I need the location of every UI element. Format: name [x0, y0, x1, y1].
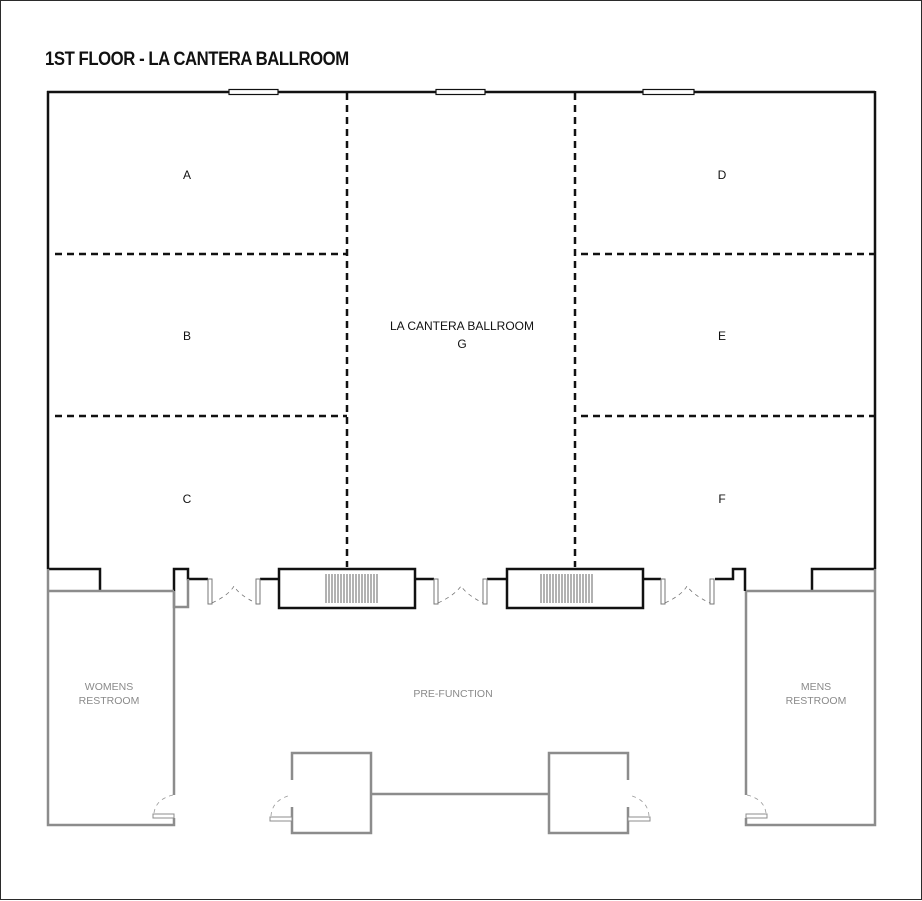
restroom-door-mens: [745, 794, 768, 819]
room-label-f: F: [718, 492, 725, 506]
double-door-3: [660, 578, 715, 605]
partition-lines: [55, 93, 875, 567]
windows: [228, 88, 695, 96]
room-label-e: E: [718, 329, 726, 343]
room-label-b: B: [183, 329, 191, 343]
small-room-door-left: [269, 794, 293, 822]
room-label-g-name: LA CANTERA BALLROOM: [390, 319, 534, 333]
room-label-mens-line1: MENS: [801, 681, 831, 693]
room-label-a: A: [183, 168, 191, 182]
room-label-womens-line1: WOMENS: [85, 681, 133, 693]
room-label-c: C: [183, 492, 192, 506]
double-door-1: [207, 578, 261, 605]
double-door-2: [433, 578, 488, 605]
small-room-door-right: [627, 794, 651, 822]
service-box-right: [505, 567, 645, 610]
room-label-mens-line2: RESTROOM: [786, 695, 847, 707]
room-label-d: D: [718, 168, 727, 182]
restroom-door-womens: [152, 794, 175, 819]
secondary-walls: [46, 569, 877, 835]
room-label-prefunction: PRE-FUNCTION: [413, 688, 492, 700]
room-label-g-letter: G: [457, 337, 466, 351]
room-label-womens-line2: RESTROOM: [79, 695, 140, 707]
service-box-left: [277, 567, 417, 610]
page-title: 1ST FLOOR - LA CANTERA BALLROOM: [45, 49, 349, 70]
